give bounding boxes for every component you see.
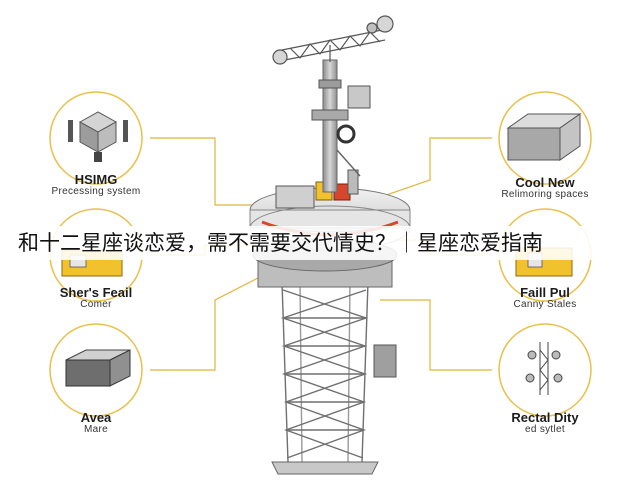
callout-subtitle-top-left: Precessing system	[51, 186, 141, 197]
leader-line-bottom-right	[380, 299, 492, 371]
callout-title-top-right: Cool New	[515, 175, 575, 190]
equipment-cabinet-icon	[506, 113, 582, 161]
callout-title-mid-left: Sher's Feail	[59, 285, 133, 300]
leader-line-top-left	[150, 137, 268, 206]
leader-line-top-right	[371, 137, 492, 201]
lattice-tower	[280, 281, 369, 463]
antenna-array	[272, 15, 394, 65]
callout-title-mid-right: Faill Pul	[520, 285, 570, 300]
overlay-headline: 和十二星座谈恋爱，需不需要交代情史？｜星座恋爱指南	[0, 226, 640, 260]
callout-subtitle-mid-right: Canny Stales	[513, 299, 577, 310]
callout-title-bottom-left: Avea	[80, 410, 112, 425]
callout-subtitle-bottom-left: Mare	[84, 424, 108, 435]
antenna-mast-icon	[525, 342, 563, 395]
callout-subtitle-mid-left: Comer	[80, 299, 112, 310]
server-box-icon	[65, 349, 131, 387]
tower-base	[271, 461, 379, 475]
callout-title-bottom-right: Rectal Dity	[511, 410, 579, 425]
deck-equipment	[275, 169, 359, 209]
callout-subtitle-top-right: Relimoring spaces	[501, 189, 589, 200]
tower-side-box	[373, 344, 397, 378]
leader-line-bottom-left	[150, 277, 259, 371]
callout-title-top-left: HSIMG	[74, 172, 118, 187]
callout-subtitle-bottom-right: ed sytlet	[525, 424, 565, 435]
callout-circle-bottom-right	[498, 323, 592, 417]
processing-unit-icon	[68, 111, 128, 162]
mast	[311, 59, 371, 193]
